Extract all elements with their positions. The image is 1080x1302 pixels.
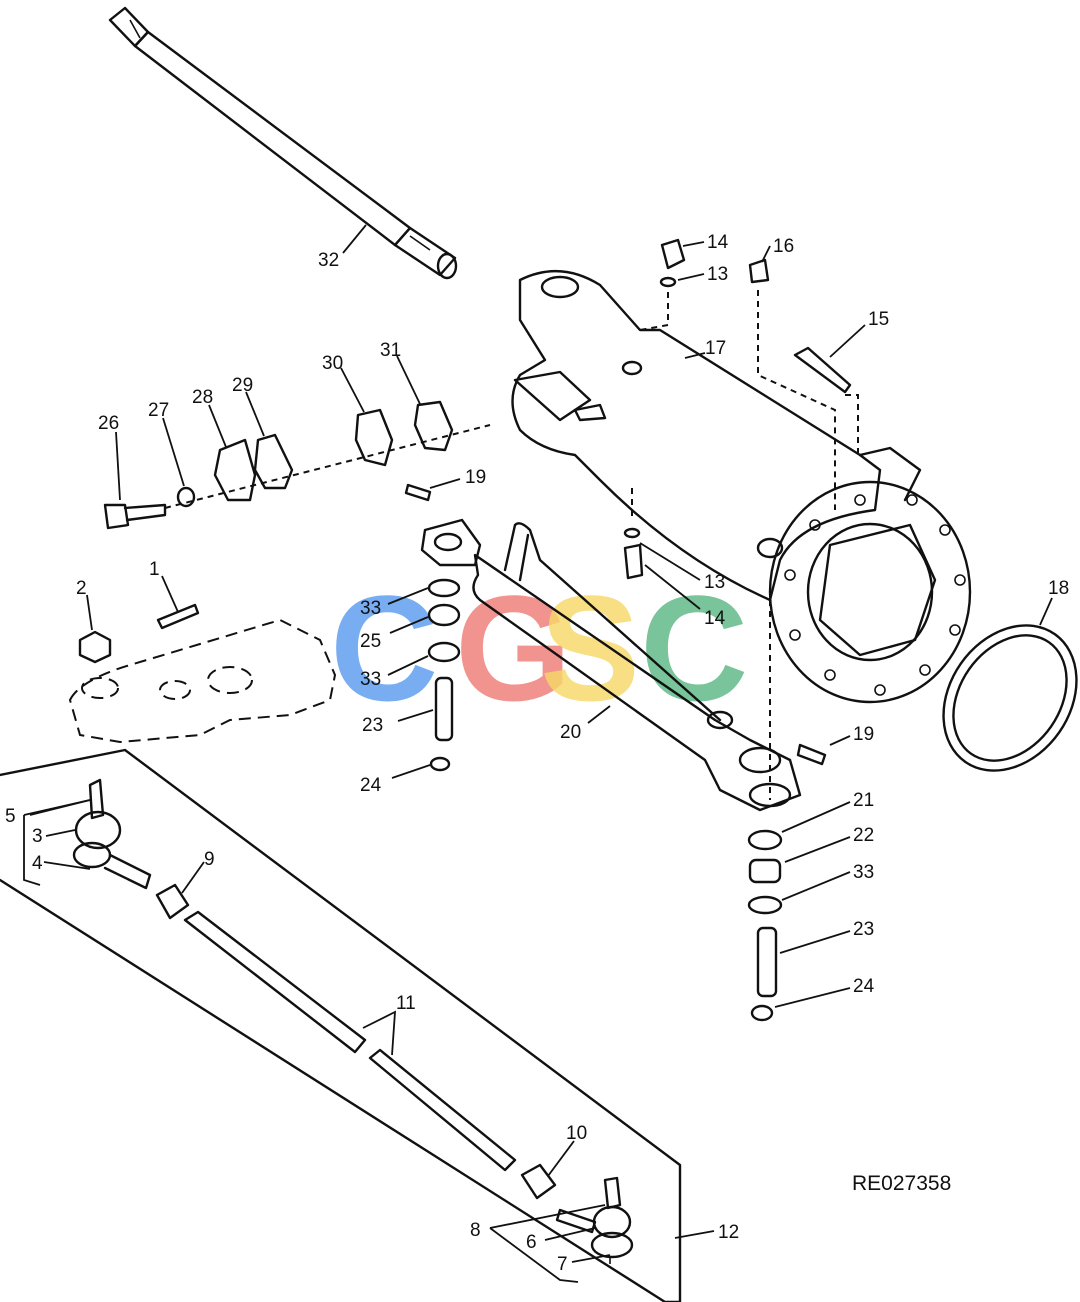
- callout-19-right: 19: [853, 724, 874, 745]
- seal-ring: [942, 624, 1078, 772]
- callout-18: 18: [1048, 578, 1069, 599]
- callout-29: 29: [232, 375, 253, 396]
- callout-25: 25: [360, 631, 381, 652]
- callout-19-left: 19: [465, 467, 486, 488]
- callout-7: 7: [557, 1254, 568, 1275]
- callout-9: 9: [204, 849, 215, 870]
- callout-32: 32: [318, 250, 339, 271]
- callout-5: 5: [5, 806, 16, 827]
- watermark: C G S C: [330, 564, 748, 732]
- callout-13-top: 13: [707, 264, 728, 285]
- callout-33-right: 33: [853, 862, 874, 883]
- callout-8: 8: [470, 1220, 481, 1241]
- axle-shaft: [108, 6, 458, 280]
- callout-14-mid: 14: [704, 608, 726, 629]
- callout-27: 27: [148, 400, 169, 421]
- callout-26: 26: [98, 413, 119, 434]
- clamp-assembly: [103, 400, 491, 530]
- callout-24-left: 24: [360, 775, 382, 796]
- watermark-letter-3: S: [540, 564, 640, 732]
- callout-24-right: 24: [853, 976, 875, 997]
- callout-28: 28: [192, 387, 213, 408]
- callout-10: 10: [566, 1123, 587, 1144]
- callout-17: 17: [705, 338, 726, 359]
- callout-30: 30: [322, 353, 343, 374]
- watermark-letter-1: C: [330, 564, 438, 732]
- tie-rod-kit: [0, 748, 682, 1302]
- axle-arm: [420, 518, 802, 812]
- grease-fittings: [623, 238, 859, 800]
- callout-15: 15: [868, 309, 889, 330]
- callout-labels: 1 2 3 4 5 6 7 8 9 10 11 12 13 13 14 14 1…: [5, 232, 1069, 1275]
- callout-14-top: 14: [707, 232, 729, 253]
- steering-bracket: [68, 603, 337, 744]
- callout-21: 21: [853, 790, 874, 811]
- callout-33-mid: 33: [360, 669, 381, 690]
- callout-1: 1: [149, 559, 160, 580]
- callout-2: 2: [76, 578, 87, 599]
- kingpin-right: [747, 829, 783, 1022]
- watermark-letter-4: C: [640, 564, 748, 732]
- callout-4: 4: [32, 853, 43, 874]
- callout-13-mid: 13: [704, 572, 725, 593]
- callout-23-left: 23: [362, 715, 383, 736]
- callout-22: 22: [853, 825, 874, 846]
- callout-31: 31: [380, 340, 401, 361]
- callout-11: 11: [396, 993, 416, 1014]
- callout-20: 20: [560, 722, 581, 743]
- callout-33-top: 33: [360, 598, 381, 619]
- callout-16: 16: [773, 236, 794, 257]
- drawing-code: RE027358: [852, 1172, 951, 1195]
- leader-lines: [29, 224, 1053, 1263]
- axle-housing: [511, 270, 972, 704]
- kingpin-left: [427, 578, 461, 772]
- callout-6: 6: [526, 1232, 537, 1253]
- callout-12: 12: [718, 1222, 739, 1243]
- callout-3: 3: [32, 826, 43, 847]
- callout-23-right: 23: [853, 919, 874, 940]
